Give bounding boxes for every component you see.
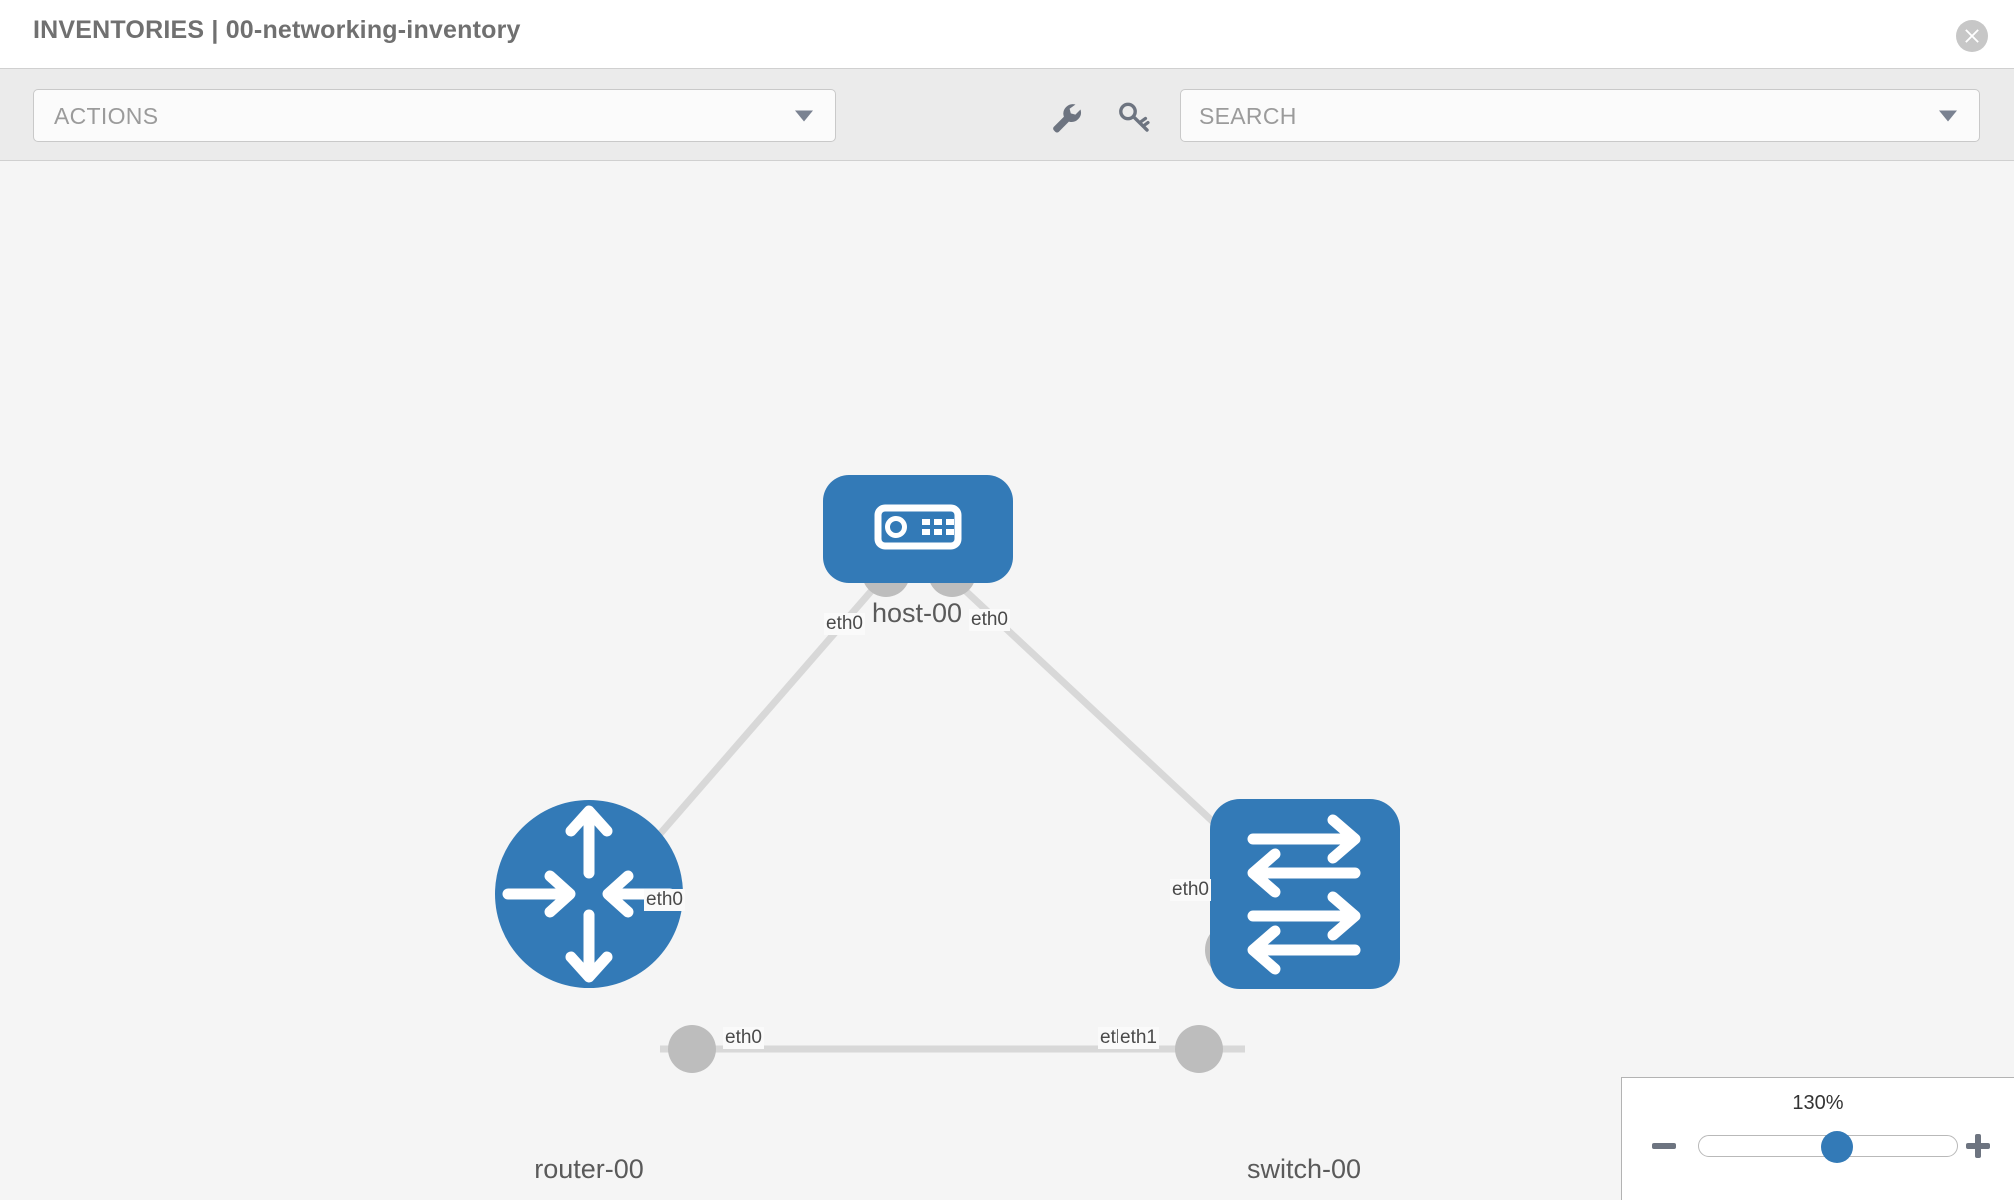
node-label-router-00: router-00 <box>532 1154 646 1185</box>
zoom-slider-thumb[interactable] <box>1820 1131 1853 1163</box>
toolbar: ACTIONS SEARCH <box>0 68 2014 161</box>
endpoint-switch-left <box>1175 1025 1223 1073</box>
zoom-control-panel: 130% <box>1621 1077 2014 1200</box>
key-icon[interactable] <box>1114 97 1154 137</box>
iface-label: eth0 <box>969 609 1010 631</box>
iface-label: eth0 <box>824 613 865 635</box>
iface-label: eth0 <box>644 889 685 911</box>
search-placeholder-label: SEARCH <box>1199 103 1297 129</box>
actions-dropdown-label: ACTIONS <box>54 103 159 129</box>
zoom-out-button[interactable] <box>1650 1132 1678 1160</box>
topology-links <box>623 578 1258 1053</box>
iface-label: eth0 <box>723 1027 764 1049</box>
node-label-host-00: host-00 <box>869 598 965 629</box>
zoom-slider[interactable] <box>1698 1131 1958 1163</box>
node-switch-00 <box>1210 799 1400 989</box>
node-router-00 <box>495 800 683 988</box>
page-title: INVENTORIES | 00-networking-inventory <box>33 16 521 44</box>
topology-graph <box>495 475 1400 1073</box>
node-host-00 <box>823 475 1013 583</box>
node-label-switch-00: switch-00 <box>1244 1154 1364 1185</box>
zoom-percent-label: 130% <box>1792 1092 1844 1114</box>
wrench-icon[interactable] <box>1046 97 1086 137</box>
page-header: INVENTORIES | 00-networking-inventory <box>0 0 2014 68</box>
chevron-down-icon[interactable] <box>1939 110 1957 121</box>
zoom-in-button[interactable] <box>1964 1132 1992 1160</box>
actions-dropdown[interactable]: ACTIONS <box>33 89 836 142</box>
topology-canvas[interactable]: host-00 router-00 switch-00 eth0 eth0 et… <box>0 161 2014 1200</box>
iface-label: eth0 <box>1170 879 1211 901</box>
chevron-down-icon <box>795 110 813 121</box>
endpoint-router-right <box>668 1025 716 1073</box>
close-icon[interactable] <box>1956 20 1988 52</box>
search-input[interactable]: SEARCH <box>1180 89 1980 142</box>
iface-label: eth1 <box>1118 1027 1159 1049</box>
